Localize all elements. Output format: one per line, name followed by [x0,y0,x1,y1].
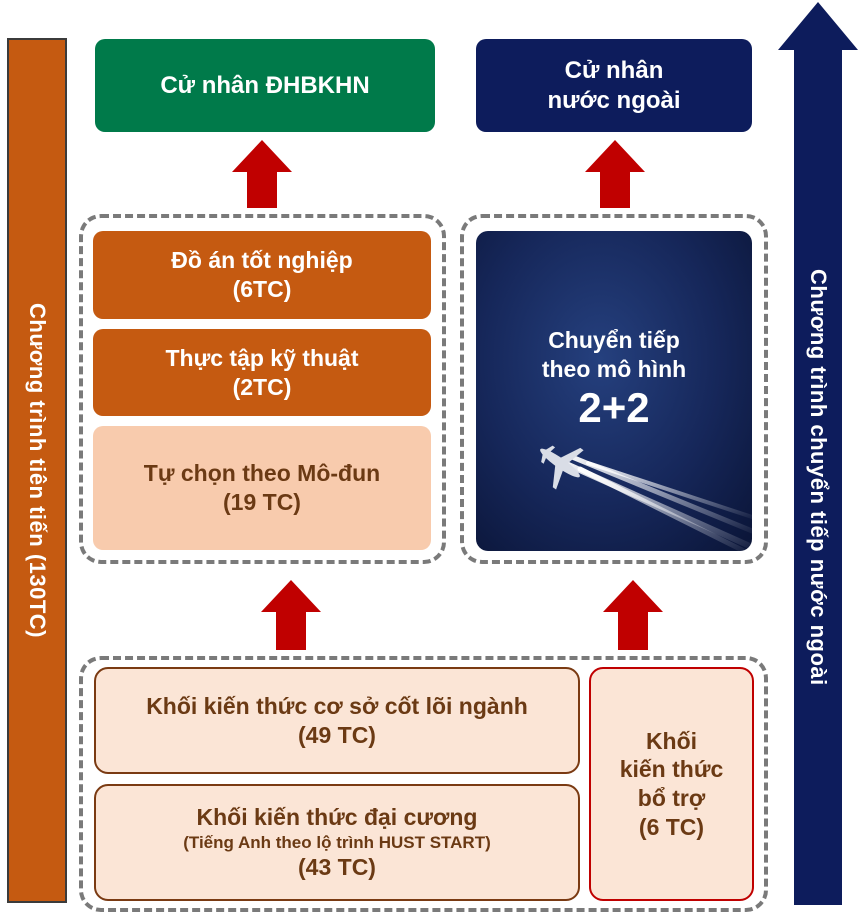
thesis-title: Đồ án tốt nghiệp [171,247,353,274]
supplementary-line1: Khối [645,727,698,754]
thesis-credits: (6TC) [232,276,292,302]
advanced-program-label: Chương trình tiên tiến (130TC) [25,302,50,638]
foreign-bachelor-box: Cử nhân nước ngoài [476,39,752,132]
elective-title: Tự chọn theo Mô-đun [143,460,381,487]
transfer-box: Chuyển tiếp theo mô hình 2+2 [476,231,752,551]
transfer-model: 2+2 [578,383,650,431]
transfer-line1: Chuyển tiếp [548,327,680,353]
hust-bachelor-box: Cử nhân ĐHBKHN [95,39,435,132]
up-arrow-icon [232,140,292,208]
advanced-program-bar: Chương trình tiên tiến (130TC) [7,38,67,903]
supplementary-line2: kiến thức [619,756,724,783]
transfer-program-label: Chương trình chuyển tiếp nước ngoài [806,269,831,686]
foundation-group [79,656,768,912]
airplane-contrails-icon [540,445,752,551]
general-knowledge-credits: (43 TC) [298,854,376,881]
general-knowledge-title: Khối kiến thức đại cương [196,804,478,831]
core-knowledge-box: Khối kiến thức cơ sở cốt lõi ngành (49 T… [94,667,580,774]
up-arrow-icon [585,140,645,208]
up-arrow-icon [261,580,321,650]
general-knowledge-note: (Tiếng Anh theo lộ trình HUST START) [183,832,491,852]
supplementary-line3: bổ trợ [637,785,706,811]
internship-box: Thực tập kỹ thuật (2TC) [93,329,431,416]
hust-bachelor-label: Cử nhân ĐHBKHN [160,71,370,99]
up-arrow-icon [778,2,858,905]
transfer-program-arrow: Chương trình chuyển tiếp nước ngoài [776,0,859,905]
general-knowledge-box: Khối kiến thức đại cương (Tiếng Anh theo… [94,784,580,901]
transfer-group [460,214,768,564]
supplementary-credits: (6 TC) [638,813,705,840]
advanced-modules-group [79,214,446,564]
core-knowledge-credits: (49 TC) [298,721,376,748]
elective-credits: (19 TC) [223,489,301,515]
up-arrow-icon [603,580,663,650]
supplementary-knowledge-box: Khối kiến thức bổ trợ (6 TC) [589,667,754,901]
thesis-box: Đồ án tốt nghiệp (6TC) [93,231,431,319]
foreign-bachelor-line2: nước ngoài [547,86,681,114]
core-knowledge-title: Khối kiến thức cơ sở cốt lõi ngành [146,692,528,719]
foreign-bachelor-line1: Cử nhân [564,56,664,84]
transfer-line2: theo mô hình [541,355,687,382]
elective-box: Tự chọn theo Mô-đun (19 TC) [93,426,431,550]
internship-title: Thực tập kỹ thuật [165,344,359,371]
internship-credits: (2TC) [232,373,292,400]
